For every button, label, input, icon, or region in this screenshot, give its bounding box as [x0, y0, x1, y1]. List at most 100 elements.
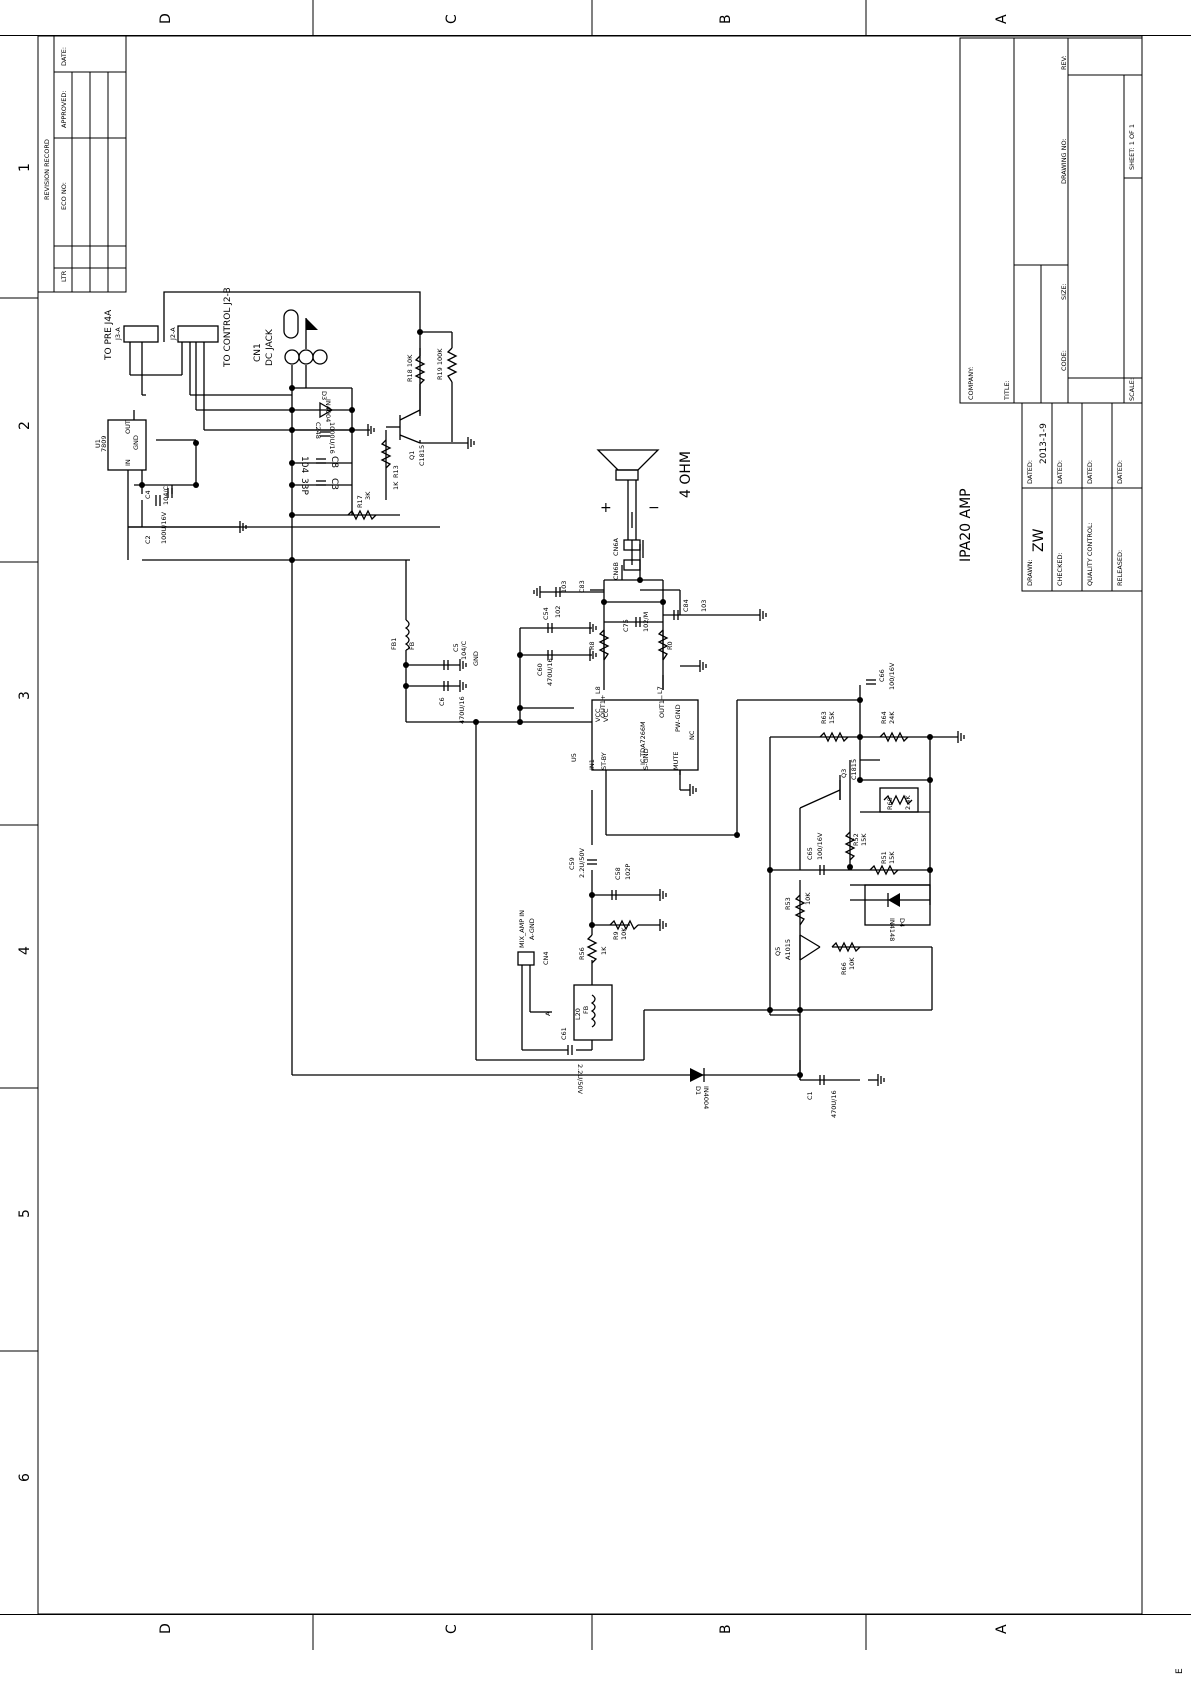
- label-c4-value: 104/C: [162, 485, 170, 505]
- label-fb1: FB1: [390, 638, 398, 650]
- label-c83: C83: [578, 580, 586, 593]
- capacitor-symbols: [155, 431, 876, 1085]
- label-u1-out: OUT: [124, 420, 132, 434]
- label-r52: R52: [852, 833, 860, 846]
- junction-dots: [139, 329, 933, 1078]
- label-r66: R66: [840, 962, 848, 975]
- label-r13: R13: [392, 465, 400, 478]
- label-c4: C4: [144, 490, 152, 499]
- label-q5: Q5: [774, 947, 782, 956]
- label-d3-value: IN4004: [324, 399, 332, 422]
- label-r56: R56: [578, 947, 586, 960]
- label-c66: C66: [878, 669, 886, 682]
- label-j3: J3-A: [114, 327, 122, 341]
- label-plus: +: [600, 500, 612, 516]
- label-a: A: [544, 1011, 552, 1016]
- title-scale-label: SCALE:: [1128, 378, 1136, 401]
- label-gnd: GND: [472, 651, 480, 666]
- zone-row-1: 1: [17, 163, 33, 172]
- zone-row-4: 4: [17, 946, 33, 955]
- diode-d4-box: [864, 884, 931, 926]
- label-q1-value: C1815: [418, 445, 426, 466]
- revision-record-title: REVISION RECORD: [43, 139, 51, 200]
- label-r51: R51: [880, 851, 888, 864]
- label-r53-value: 10K: [804, 892, 812, 905]
- label-d4-value: IN4148: [888, 918, 896, 941]
- title-checked-dated-label: DATED:: [1056, 460, 1064, 484]
- revision-col-approved: APPROVED:: [60, 90, 68, 128]
- label-c83-value: 103: [560, 581, 568, 593]
- label-r17: R17: [356, 495, 364, 508]
- label-r51-value: 15K: [888, 851, 896, 864]
- label-r68-value: 2.4K: [904, 795, 912, 810]
- label-r9-value: 10K: [620, 927, 628, 940]
- label-r0-pin: L7: [656, 686, 664, 694]
- label-c54-value: 102: [554, 606, 562, 618]
- label-r18: R18 10K: [406, 354, 414, 382]
- title-title-label: TITLE:: [1003, 380, 1011, 401]
- label-u5: U5: [570, 753, 578, 762]
- label-c3: C3: [329, 478, 339, 490]
- label-dc-jack: DC JACK: [265, 328, 275, 366]
- label-q1: Q1: [408, 451, 416, 460]
- label-r64: R64: [880, 711, 888, 724]
- label-c1-value: 470U/16: [830, 1090, 838, 1118]
- label-r17-value: 3K: [364, 491, 372, 500]
- label-c2: C2: [144, 535, 152, 544]
- label-minus: −: [648, 500, 660, 516]
- zone-row-5: 5: [17, 1209, 33, 1218]
- label-q3: Q3: [840, 769, 848, 778]
- zone-col-b-bottom: B: [718, 1624, 734, 1634]
- title-drawn-value: ZW: [1031, 528, 1047, 552]
- label-r66-value: 10K: [848, 957, 856, 970]
- title-company-label: COMPANY:: [967, 367, 975, 400]
- label-c59-value: 2.2U/50V: [578, 847, 586, 878]
- title-sheet-label: SHEET: 1 OF 1: [1128, 124, 1136, 170]
- title-dated-value: 2013-1-9: [1039, 423, 1049, 464]
- label-d1-value: IN4004: [702, 1086, 710, 1109]
- zone-row-2: 2: [17, 421, 33, 430]
- label-c61-value: 2.2U/50V: [576, 1064, 584, 1095]
- label-u5-part: IC-TDA7266M: [639, 721, 647, 765]
- label-r56-value: 1K: [600, 946, 608, 955]
- label-u1-gnd: GND: [132, 435, 140, 450]
- label-speaker-ohm: 4 OHM: [678, 451, 694, 498]
- label-c6: C6: [438, 697, 446, 706]
- title-rev-label: REV:: [1060, 55, 1068, 70]
- label-u5-outn: OUT1−: [658, 695, 666, 718]
- speaker: [596, 449, 660, 571]
- label-c5: C5: [452, 643, 460, 652]
- title-drawn-label: DRAWN:: [1026, 559, 1034, 586]
- label-u5-outp: OUT1+: [599, 695, 607, 718]
- label-r0: R0: [666, 641, 674, 650]
- label-r8-pin: L8: [594, 686, 602, 694]
- label-c248-value: 1000U/16: [328, 422, 336, 454]
- label-u5-mute: MUTE: [672, 752, 680, 770]
- title-released-dated-label: DATED:: [1116, 460, 1124, 484]
- label-r63: R63: [820, 711, 828, 724]
- zone-row-3: 3: [17, 691, 33, 700]
- label-c60-value: 470U/16: [546, 658, 554, 686]
- label-c59: C59: [568, 857, 576, 870]
- diode-d3: [319, 401, 334, 419]
- label-u5-vcc1: VCC: [594, 708, 602, 722]
- label-mix-in: MIX_AMP IN: [518, 910, 526, 948]
- label-cn4: CN4: [542, 951, 550, 965]
- title-code-label: CODE:: [1060, 350, 1068, 371]
- label-l20-value: FB: [582, 1006, 590, 1014]
- label-u1: U1: [94, 439, 102, 448]
- label-a-gnd: A-GND: [528, 918, 536, 940]
- label-c3-value: 33P: [299, 478, 309, 495]
- label-to-control: TO CONTROL J2-B: [223, 287, 233, 368]
- title-block: [959, 37, 1143, 592]
- label-j2: J2-A: [169, 327, 177, 341]
- title-quality-label: QUALITY CONTROL:: [1086, 522, 1094, 586]
- connector-j3: [123, 325, 159, 343]
- label-u5-stby: ST-BY: [600, 752, 608, 770]
- label-c65: C65: [806, 847, 814, 860]
- label-cn6b: CN6B: [612, 562, 620, 580]
- label-r68: R68: [886, 797, 894, 810]
- resistor-symbols: [347, 347, 909, 964]
- label-c84-value: 103: [700, 600, 708, 612]
